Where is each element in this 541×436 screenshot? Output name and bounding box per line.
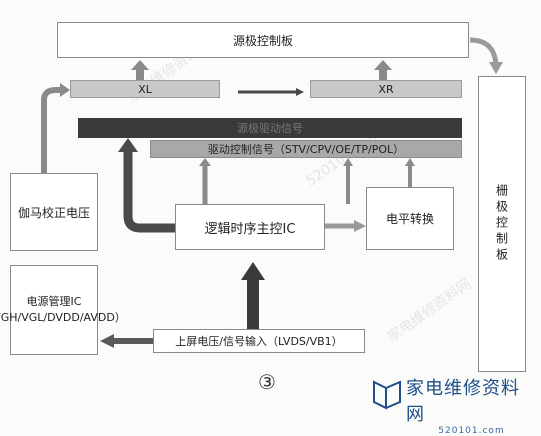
- gamma-box: 伽马校正电压: [10, 173, 98, 251]
- xl-label: XL: [138, 82, 152, 96]
- input-box: 上屏电压/信号输入（LVDS/VB1）: [153, 329, 365, 353]
- logo-url: 520101.com: [438, 426, 505, 436]
- input-label: 上屏电压/信号输入（LVDS/VB1）: [175, 335, 343, 348]
- arrow-xr-up: [374, 60, 392, 80]
- gate-board: 栅极控制板: [478, 76, 526, 372]
- source-board: 源极控制板: [57, 22, 469, 58]
- xr-bar: XR: [310, 80, 462, 98]
- level-shift-label: 电平转换: [385, 212, 434, 226]
- arrow-gamma-up: [41, 87, 62, 173]
- power-mgmt-box: 电源管理IC（VGH/VGL/DVDD/AVDD）: [0, 265, 126, 355]
- arrow-xl-up: [131, 60, 149, 80]
- level-shift-box: 电平转换: [366, 187, 454, 250]
- figure-number: ③: [258, 370, 276, 394]
- source-signal-label: 源极驱动信号: [237, 122, 303, 135]
- logo-title: 家电维修资料网: [406, 378, 520, 425]
- diagram-arrows: [41, 37, 503, 348]
- arrow-source-to-gate: [469, 37, 499, 67]
- source-signal-bar: 源极驱动信号: [78, 118, 462, 138]
- tcon-label: 逻辑时序主控IC: [204, 221, 296, 237]
- source-board-label: 源极控制板: [232, 33, 293, 48]
- gamma-label: 伽马校正电压: [17, 205, 90, 220]
- site-logo: 家电维修资料网 520101.com: [372, 372, 537, 436]
- arrow-tcon-to-bar: [123, 150, 175, 233]
- xr-label: XR: [378, 82, 394, 96]
- power-mgmt-label: 电源管理IC（VGH/VGL/DVDD/AVDD）: [0, 295, 126, 324]
- tcon-box: 逻辑时序主控IC: [175, 204, 325, 250]
- gate-board-label: 栅极控制板: [494, 184, 509, 264]
- drive-signal-label: 驱动控制信号（STV/CPV/OE/TP/POL）: [207, 143, 405, 156]
- drive-signal-bar: 驱动控制信号（STV/CPV/OE/TP/POL）: [150, 140, 462, 158]
- xl-bar: XL: [70, 80, 220, 98]
- book-icon: [373, 380, 401, 410]
